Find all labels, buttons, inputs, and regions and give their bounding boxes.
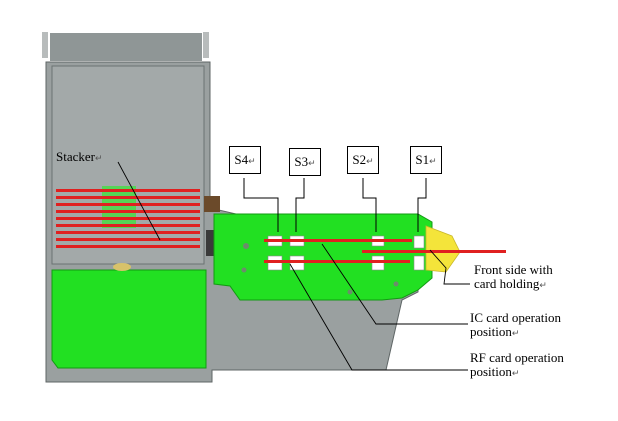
front-side-line2: card holding [474, 276, 540, 291]
sensor-s4-label: S4↵ [229, 146, 261, 174]
sensor-leader-lines [243, 178, 427, 232]
front-side-label: Front side with card holding↵ [474, 263, 553, 292]
return-mark: ↵ [539, 280, 547, 290]
return-mark: ↵ [308, 158, 316, 168]
rf-position-line1: RF card operation [470, 350, 564, 365]
front-card-holder [425, 225, 461, 273]
return-mark: ↵ [366, 156, 374, 166]
sensor-s3-text: S3 [294, 154, 309, 169]
return-mark: ↵ [511, 368, 520, 378]
stacker-card-stack [56, 189, 200, 248]
gate-mechanism [204, 196, 220, 212]
sensor-s3-label: S3↵ [289, 148, 321, 176]
stacker-green-patch [102, 186, 136, 228]
front-card-rail [362, 250, 506, 253]
sensor-s1-text: S1 [415, 152, 430, 167]
stacker-text: Stacker [56, 149, 95, 164]
stacker-panel [51, 65, 205, 265]
sensor-s2-label: S2↵ [347, 146, 379, 174]
stacker-label: Stacker↵ [56, 150, 103, 165]
top-frame [50, 33, 202, 61]
rf-position-label: RF card operation position↵ [470, 351, 564, 380]
top-frame-left [42, 32, 48, 58]
ic-position-line2: position [470, 324, 512, 339]
callout-lines [117, 161, 470, 371]
ic-position-line1: IC card operation [470, 310, 561, 325]
top-frame-right [203, 32, 209, 58]
sensor-s2-text: S2 [352, 152, 367, 167]
ic-card-rail [264, 239, 412, 242]
front-side-line1: Front side with [474, 262, 553, 277]
return-mark: ↵ [511, 328, 520, 338]
ic-position-label: IC card operation position↵ [470, 311, 561, 340]
return-mark: ↵ [248, 156, 256, 166]
return-mark: ↵ [94, 153, 103, 163]
gate-shaft [206, 230, 214, 256]
rf-position-line2: position [470, 364, 512, 379]
sensor-s4-text: S4 [234, 152, 249, 167]
lower-circuit-board [51, 269, 207, 369]
sensor-s1-label: S1↵ [410, 146, 442, 174]
rf-card-rail [264, 260, 410, 263]
transport-circuit-board [213, 213, 433, 301]
return-mark: ↵ [429, 156, 437, 166]
board-connector [113, 263, 131, 271]
board-holes [241, 243, 399, 295]
